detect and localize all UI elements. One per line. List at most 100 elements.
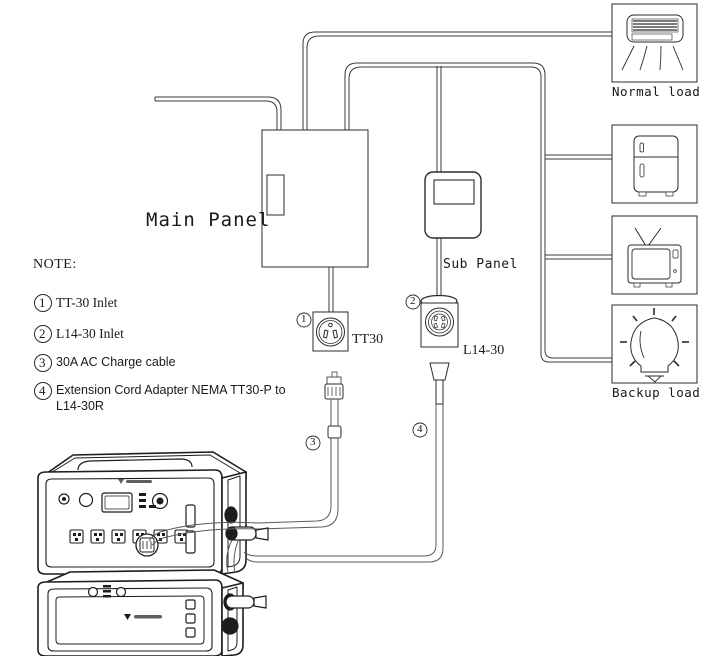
ps-lower-status-marks [103,585,111,598]
note-number-2: 2 [39,326,46,341]
ps-upper-knob-b-center [156,497,164,505]
fridge-body [633,135,679,193]
ps-lower-dc-plug-collar [253,595,267,609]
note-text-2: L14-30 Inlet [56,326,124,341]
ps-lower-side-inset [227,586,238,652]
tt30-slot-right [332,329,339,339]
fridge-foot-left [638,191,647,197]
wire-bus-backup-outer [544,160,612,359]
tt30-slot-left [322,329,329,339]
ac-louver-lines [633,20,677,31]
backup-load-label: Backup load [612,385,701,400]
ps-lower-brand-text [134,615,162,619]
charge-cable-plug-prongs [327,387,341,396]
sub-panel-label: Sub Panel [443,257,518,272]
note-number-4: 4 [39,383,46,398]
tv-foot-right [665,282,673,288]
ps-upper-side-inset [227,475,241,568]
ps-upper-brand-mark [118,479,124,484]
tt30-receptacle-inner [318,320,343,344]
note-text-3: 30A AC Charge cable [56,355,176,369]
l1430-receptacle-outer [425,307,454,337]
ps-lower-button-left [87,586,99,598]
tt30-callout-number: 1 [301,313,307,325]
bulb-filament [639,330,645,359]
tv-screen [631,248,671,280]
tt30-ground-pin [328,322,333,328]
fridge-handle-top [639,142,644,153]
ps-upper-handle [77,458,193,471]
ps-upper-side-port-b [185,530,196,554]
note-number-1: 1 [39,295,46,310]
ps-lower-front-recess [55,595,205,645]
main-panel-breaker [266,174,285,216]
fridge-handle-bottom [639,163,645,178]
note-text-1: TT-30 Inlet [56,295,118,310]
tt30-callout-circle [296,312,312,328]
wire-ac-branch-inner [306,35,612,130]
fridge-foot-right [665,191,674,197]
ps-upper-side-socket [224,506,238,524]
note-heading: NOTE: [33,257,77,272]
ps-upper-knob-a [78,492,94,508]
adapter-cord-right [258,404,444,563]
ps-upper-indicator-lights [139,493,156,508]
ps-lower-side-port-c [185,627,196,638]
ps-lower-side-port-a [185,599,196,610]
wire-subpanel-feed-outer [344,62,546,178]
l1430-receptacle-mid [428,310,451,334]
charge-cable-tail-top [148,521,259,542]
ps-upper-top-inner [43,454,241,478]
adapter-cord-callout-number: 4 [417,423,423,435]
l1430-callout-circle [405,294,421,310]
adapter-cord-left [258,404,437,557]
l1430-slot-a [433,315,438,322]
unit-interconnect-left [226,539,233,573]
ps-upper-dc-plug-tip [226,526,238,541]
ac-vent-slot [631,33,673,41]
ps-upper-power-dot [62,497,66,501]
l1430-slot-d [441,322,446,329]
ps-upper-dc-plug-collar [255,527,269,541]
l1430-slot-b [441,315,446,322]
tv-control-panel [672,249,679,259]
note-circle-3 [34,354,52,372]
charge-cable-plug-tip [331,371,338,378]
ps-upper-side-port-a [185,504,196,528]
charge-cable-lower-right [257,438,339,530]
tv-foot-left [633,282,641,288]
adapter-cord-tail-bottom [245,557,259,563]
bulb-screw-base [646,375,663,383]
ps-lower-front-inset [47,587,213,652]
wire-ac-branch-outer [302,31,612,130]
ps-upper-brand-text [126,480,152,483]
charge-cable-tail-bottom [151,528,259,546]
charge-cable-ferrule [327,425,342,439]
ps-lower-socket-b [221,617,239,635]
wire-subpanel-feed-inner [348,66,542,178]
ac-airflow-lines [621,45,684,71]
ps-upper-front-inset [45,477,215,568]
charge-cable-callout-circle [305,435,321,451]
note-circle-4 [34,382,52,400]
bulb-glass [630,317,679,373]
tv-knob [673,269,677,273]
unit-interconnect-right [233,540,239,574]
l1430-receptacle-inner [431,313,448,331]
